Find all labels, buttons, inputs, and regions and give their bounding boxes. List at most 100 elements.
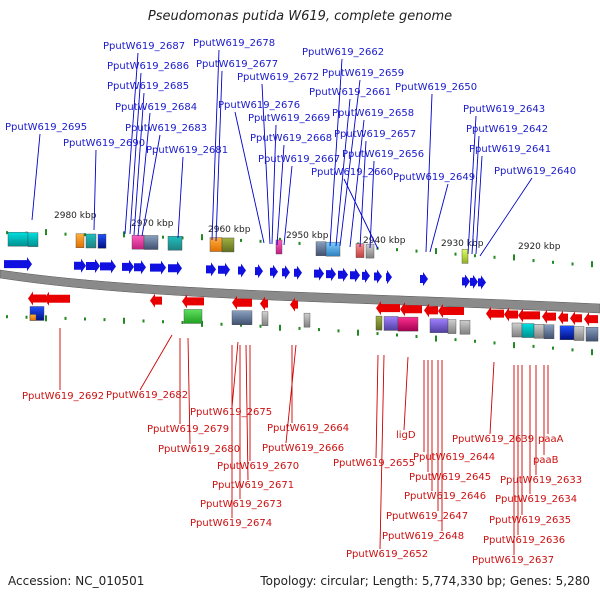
protein-domain-block bbox=[29, 314, 37, 321]
reverse-gene-labels: PputW619_2692 PputW619_2682 PputW619_267… bbox=[22, 390, 582, 566]
gene-label: PputW619_2690 bbox=[63, 138, 145, 149]
protein-domain-block bbox=[521, 323, 535, 338]
scale-tick bbox=[513, 342, 515, 349]
gene-label: PputW619_2650 bbox=[395, 82, 477, 93]
gene-label: PputW619_2677 bbox=[196, 59, 278, 70]
forward-leader-line bbox=[429, 183, 449, 253]
forward-leader-line bbox=[425, 93, 433, 253]
forward-gene-arrow bbox=[420, 271, 428, 286]
gene-label: PputW619_2676 bbox=[218, 100, 300, 111]
gene-label: PputW619_2664 bbox=[267, 423, 349, 434]
scale-tick bbox=[220, 322, 223, 326]
forward-gene-arrow bbox=[338, 267, 348, 282]
scale-tick bbox=[493, 341, 496, 345]
forward-gene-labels: PputW619_2695 PputW619_2690 PputW619_268… bbox=[5, 38, 576, 183]
reverse-gene-arrow bbox=[28, 291, 46, 306]
gene-label: PputW619_2685 bbox=[107, 81, 189, 92]
gene-label: PputW619_2679 bbox=[147, 424, 229, 435]
scale-label-2940: 2940 kbp bbox=[363, 236, 406, 246]
gene-label: PputW619_2662 bbox=[302, 47, 384, 58]
protein-domain-block bbox=[533, 324, 545, 339]
gene-label: PputW619_2634 bbox=[495, 494, 577, 505]
forward-gene-arrow bbox=[270, 264, 278, 279]
protein-domain-block bbox=[131, 234, 145, 250]
gene-label: paaA bbox=[538, 434, 564, 445]
gene-label: PputW619_2633 bbox=[500, 475, 582, 486]
scale-tick bbox=[240, 323, 242, 327]
scale-tick bbox=[181, 321, 184, 325]
protein-domain-block bbox=[573, 326, 585, 341]
gene-label: PputW619_2637 bbox=[472, 555, 554, 566]
forward-leader-line bbox=[261, 83, 271, 245]
reverse-gene-arrow bbox=[558, 310, 568, 325]
gene-label: PputW619_2636 bbox=[483, 535, 565, 546]
scale-tick bbox=[201, 234, 203, 241]
reverse-gene-arrow bbox=[584, 312, 598, 327]
protein-domain-block bbox=[315, 241, 327, 256]
scale-label-2980: 2980 kbp bbox=[54, 211, 97, 221]
gene-label: PputW619_2640 bbox=[494, 166, 576, 177]
protein-domain-block bbox=[303, 312, 311, 328]
scale-tick bbox=[64, 232, 67, 236]
forward-gene-arrow bbox=[374, 269, 382, 284]
scale-tick bbox=[532, 344, 535, 348]
scale-tick bbox=[45, 315, 47, 322]
gene-label: PputW619_2648 bbox=[382, 531, 464, 542]
protein-domain-block bbox=[143, 235, 159, 250]
reverse-label-leaders bbox=[59, 328, 549, 555]
forward-leader-line bbox=[177, 156, 184, 239]
scale-tick bbox=[201, 320, 203, 327]
forward-gene-arrow bbox=[314, 266, 324, 281]
forward-gene-arrow bbox=[350, 268, 360, 283]
scale-tick bbox=[84, 317, 86, 321]
gene-label: PputW619_2672 bbox=[237, 72, 319, 83]
forward-gene-arrow bbox=[326, 267, 336, 282]
gene-label: paaB bbox=[533, 455, 559, 466]
forward-gene-arrow bbox=[150, 260, 166, 275]
scale-tick bbox=[103, 318, 106, 322]
forward-leader-line bbox=[137, 112, 151, 237]
forward-gene-arrow bbox=[478, 275, 486, 290]
gene-label: ligD bbox=[396, 430, 416, 441]
protein-domain-block bbox=[183, 309, 203, 324]
reverse-leader-line bbox=[375, 354, 379, 459]
genome-backbone bbox=[0, 269, 600, 314]
scale-tick bbox=[298, 326, 301, 330]
gene-label: PputW619_2641 bbox=[469, 144, 551, 155]
scale-tick bbox=[396, 248, 398, 252]
scale-tick bbox=[454, 252, 457, 256]
protein-domain-block bbox=[275, 239, 283, 255]
reverse-gene-arrow bbox=[518, 308, 540, 323]
scale-tick bbox=[415, 249, 418, 253]
forward-gene-arrow bbox=[294, 265, 302, 280]
reverse-leader-line bbox=[379, 354, 385, 550]
reverse-gene-arrow bbox=[438, 304, 464, 319]
reverse-gene-arrow bbox=[182, 294, 204, 309]
scale-tick bbox=[298, 241, 301, 245]
scale-tick bbox=[240, 238, 242, 242]
scale-tick bbox=[123, 317, 125, 324]
protein-domain-block bbox=[397, 316, 419, 332]
gene-label: PputW619_2643 bbox=[463, 104, 545, 115]
scale-tick bbox=[376, 332, 379, 336]
gene-label: PputW619_2644 bbox=[413, 452, 495, 463]
scale-tick bbox=[259, 324, 262, 328]
forward-leader-line bbox=[271, 124, 277, 245]
scale-tick bbox=[474, 254, 476, 258]
scale-label-2920: 2920 kbp bbox=[518, 242, 561, 252]
gene-label: PputW619_2692 bbox=[22, 391, 104, 402]
protein-domain-block bbox=[461, 249, 469, 264]
forward-gene-arrow bbox=[100, 259, 116, 274]
forward-leader-line bbox=[124, 52, 139, 235]
reverse-gene-arrow bbox=[542, 309, 556, 324]
forward-leader-line bbox=[343, 178, 379, 250]
reverse-leader-line bbox=[403, 356, 409, 431]
scale-label-2950: 2950 kbp bbox=[286, 231, 329, 241]
scale-tick bbox=[162, 235, 164, 239]
forward-leader-line bbox=[234, 111, 265, 244]
protein-domain-block bbox=[27, 232, 39, 247]
gene-label: PputW619_2686 bbox=[107, 61, 189, 72]
reverse-leader-line bbox=[285, 344, 297, 444]
scale-tick bbox=[6, 231, 8, 235]
forward-leader-line bbox=[283, 165, 293, 246]
